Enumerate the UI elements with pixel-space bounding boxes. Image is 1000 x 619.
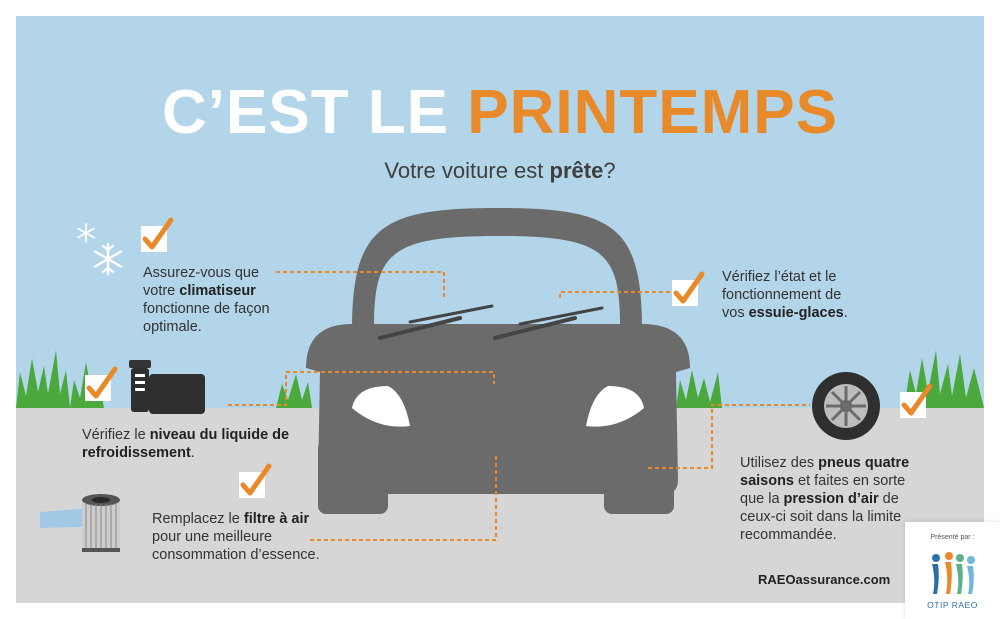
snowflake-icon — [77, 223, 95, 243]
tip-tires-bold1: pneus quatre saisons — [740, 455, 910, 489]
coolant-reservoir-icon — [129, 360, 205, 414]
checkmark-icon — [672, 271, 705, 306]
otip-logo-icon — [932, 552, 975, 594]
page-subtitle: Votre voiture est prête? — [0, 158, 1000, 184]
tip-coolant-bold: niveau du liquide de refroidissement — [82, 427, 290, 461]
grass-icon — [676, 370, 722, 408]
tip-wipers-text: Vérifiez l’état et le fonctionnement de … — [722, 269, 842, 321]
car — [306, 208, 690, 514]
tip-tires-text-end: de ceux-ci soit dans la limite recommand… — [740, 491, 902, 543]
tip-wipers-bold: essuie-glaces — [748, 305, 844, 321]
badge-brand: OTIP RAEO — [927, 600, 978, 610]
snowflake-icon — [93, 242, 123, 276]
sponsor-badge: Présenté par : OTIP RAEO — [905, 522, 1000, 619]
badge-presented: Présenté par : — [930, 534, 975, 541]
headlight-icon — [352, 386, 410, 427]
tip-wipers-text-end: . — [843, 305, 848, 321]
tip-tires-text-mid: et faites en sorte que la — [740, 473, 906, 507]
tip-ac-bold: climatiseur — [179, 283, 256, 299]
tip-tires-text: Utilisez des — [740, 455, 819, 471]
tip-coolant-text: Vérifiez le — [82, 427, 150, 443]
tip-ac-text-end: fonctionne de façon optimale. — [143, 301, 270, 335]
checkmark-icon — [85, 366, 118, 401]
tip-filter-text: Remplacez le — [152, 511, 244, 527]
car-windshield — [374, 236, 620, 326]
headlight-icon — [586, 386, 644, 427]
tip-ac: Assurez-vous que votre climatiseur fonct… — [143, 264, 293, 336]
subtitle-bold: prête — [549, 158, 604, 183]
tip-wipers: Vérifiez l’état et le fonctionnement de … — [722, 268, 862, 322]
title-part2: PRINTEMPS — [467, 78, 838, 147]
windshield-wiper-icon — [378, 304, 604, 340]
air-filter-icon — [40, 494, 120, 552]
tip-filter-text-end: pour une meilleure consommation d’essenc… — [152, 529, 320, 563]
tire-icon — [812, 372, 880, 440]
tip-filter-bold: filtre à air — [243, 511, 310, 527]
checkmark-icon — [239, 463, 272, 498]
checkmark-icon — [141, 217, 174, 252]
page-title: C’EST LE PRINTEMPS — [0, 82, 1000, 144]
checkmark-icon — [900, 383, 933, 418]
subtitle-end: ? — [603, 158, 616, 183]
tip-coolant-text-end: . — [190, 445, 195, 461]
tip-tires-bold2: pression d’air — [783, 491, 879, 507]
tip-ac-text: Assurez-vous que votre — [143, 265, 260, 299]
tip-tires: Utilisez des pneus quatre saisons et fai… — [740, 454, 918, 544]
car-body — [306, 324, 690, 494]
website-link[interactable]: RAEOassurance.com — [758, 572, 891, 587]
callout-lines — [228, 271, 810, 541]
subtitle-text: Votre voiture est — [384, 158, 550, 183]
tip-coolant: Vérifiez le niveau du liquide de refroid… — [82, 426, 292, 462]
title-part1: C’EST LE — [162, 78, 450, 147]
tip-filter: Remplacez le filtre à air pour une meill… — [152, 510, 337, 564]
